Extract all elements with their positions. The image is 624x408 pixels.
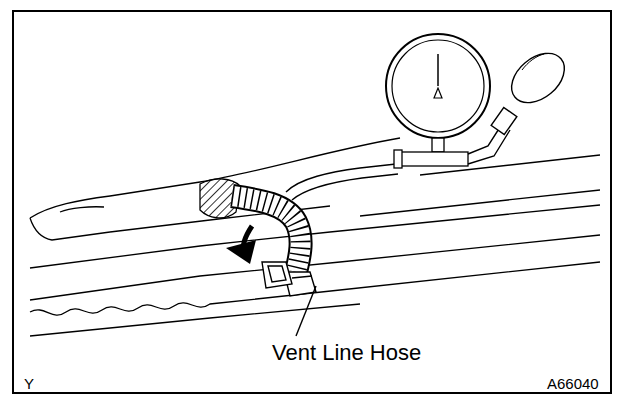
pressure-gauge <box>432 138 444 152</box>
vent-line-hose <box>232 196 301 272</box>
hand-pump <box>468 43 574 164</box>
figure-number: A66040 <box>547 376 599 393</box>
hose-connector <box>262 262 292 288</box>
view-mark: Y <box>24 376 34 393</box>
test-tube <box>286 164 398 200</box>
vehicle-underbody <box>60 207 104 212</box>
vehicle-underbody <box>30 205 600 268</box>
pressure-gauge <box>386 34 490 168</box>
part-label: Vent Line Hose <box>272 341 421 365</box>
pressure-gauge <box>386 34 490 138</box>
hose-connector <box>292 276 312 278</box>
vent-line-hose <box>232 196 301 272</box>
leader-line <box>296 286 316 336</box>
leader-line <box>296 286 316 336</box>
hose-connector <box>268 266 286 282</box>
test-tube <box>286 164 396 192</box>
pressure-gauge <box>434 88 442 98</box>
frame <box>13 11 611 393</box>
hand-pump <box>491 107 517 134</box>
pressure-gauge <box>396 152 468 166</box>
direction-arrow <box>226 240 256 264</box>
frame <box>13 11 611 393</box>
pressure-gauge <box>394 150 402 168</box>
vent-line-hose <box>232 196 301 272</box>
hand-pump <box>522 54 544 70</box>
vehicle-underbody <box>360 190 600 216</box>
hand-pump <box>468 130 510 164</box>
vehicle-underbody <box>30 138 400 218</box>
vehicle-underbody <box>30 304 360 336</box>
vent-line-hose <box>232 196 301 272</box>
direction-arrow <box>226 226 256 264</box>
hose-connector <box>262 262 316 296</box>
hand-pump <box>502 43 574 112</box>
pressure-gauge <box>437 54 439 86</box>
vehicle-underbody <box>30 138 600 336</box>
vehicle-underbody <box>30 218 110 240</box>
test-tube <box>292 174 398 200</box>
pressure-gauge <box>392 40 484 132</box>
